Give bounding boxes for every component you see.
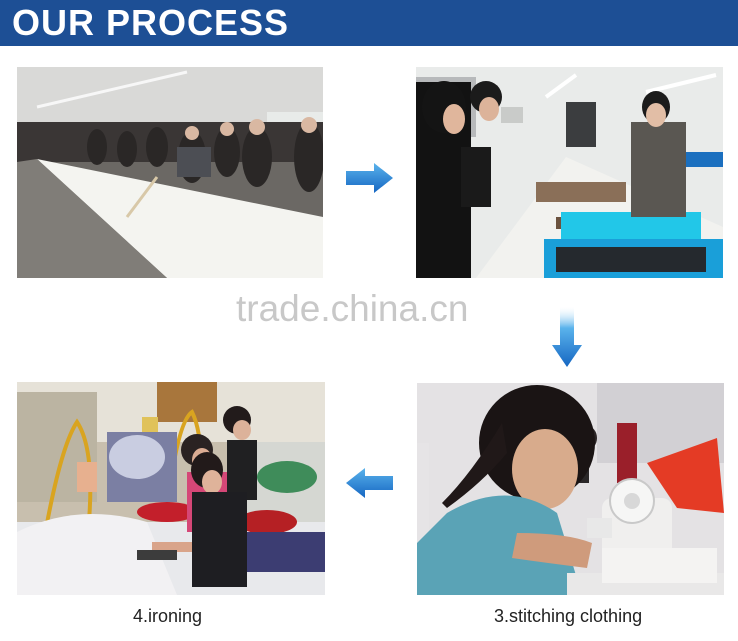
step-4-caption: 4.ironing: [133, 606, 203, 626]
watermark-text: trade.china.cn: [236, 288, 469, 329]
arrow-down-icon: [551, 307, 583, 374]
page-title: OUR PROCESS: [12, 2, 290, 43]
arrow-left-icon: [345, 468, 393, 503]
cutting-table-photo: [17, 67, 323, 278]
pattern-marking-photo: [416, 67, 723, 278]
step-3-caption: 3.stitching clothing: [494, 606, 643, 626]
arrow-right-icon: [346, 163, 394, 198]
header-banner: OUR PROCESS: [0, 0, 738, 46]
ironing-photo: [17, 382, 325, 595]
sewing-machine-photo: [417, 383, 724, 595]
